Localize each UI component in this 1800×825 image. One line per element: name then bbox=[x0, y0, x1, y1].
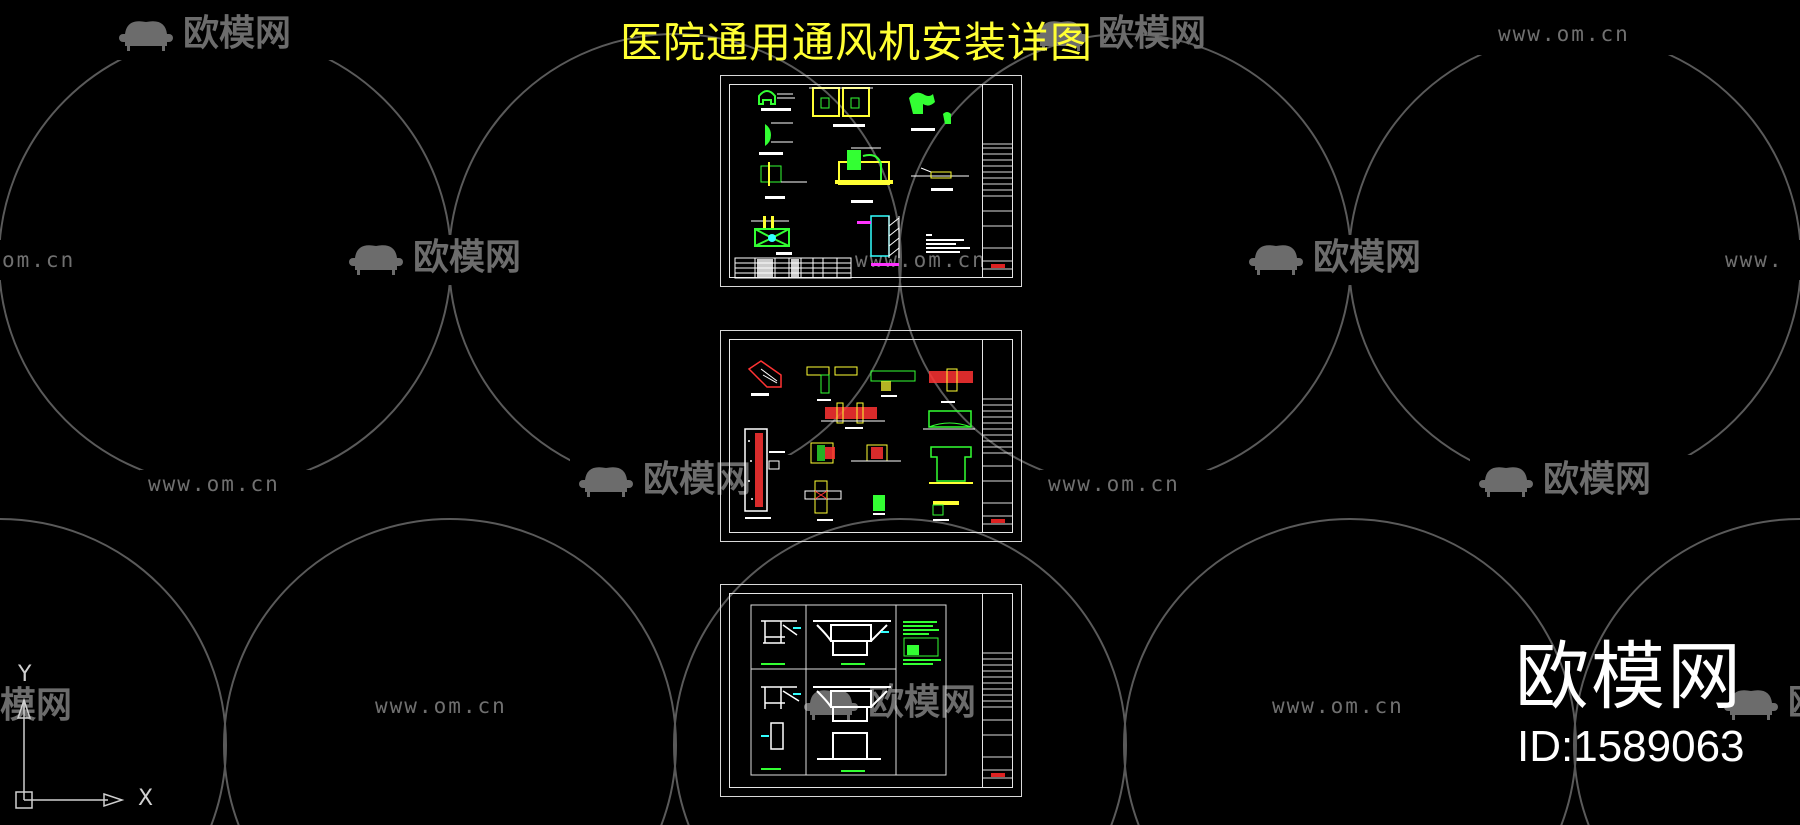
watermark-url: www.om.cn bbox=[375, 694, 507, 718]
sofa-logo-icon bbox=[349, 245, 403, 275]
drawing-sheet-3[interactable] bbox=[720, 584, 1022, 797]
watermark-logo: 欧模网 bbox=[800, 685, 976, 721]
watermark-logo: 欧模网 bbox=[345, 240, 521, 276]
watermark-logo: 欧模网 bbox=[1245, 240, 1421, 276]
ucs-x-label: X bbox=[138, 786, 154, 811]
title-block bbox=[982, 593, 1013, 788]
watermark-url: www.om.cn bbox=[1498, 22, 1630, 46]
watermark-url: om.cn bbox=[2, 248, 76, 272]
title-block bbox=[982, 339, 1013, 533]
watermark-logo: 模网 bbox=[0, 685, 73, 726]
watermark-logo: 欧模网 bbox=[115, 16, 291, 52]
sofa-logo-icon bbox=[579, 467, 633, 497]
sheet-inner-border bbox=[729, 84, 1013, 278]
sofa-logo-icon bbox=[1249, 245, 1303, 275]
sheet-1-drawing-content bbox=[734, 87, 1013, 279]
watermark-logo: 欧模网 bbox=[1030, 16, 1206, 52]
watermark-logo: 欧 bbox=[1720, 685, 1800, 721]
watermark-url: www.om.cn bbox=[148, 472, 280, 496]
sheet-inner-border bbox=[729, 593, 1013, 788]
sofa-logo-icon bbox=[1479, 467, 1533, 497]
drawing-title: 医院通用通风机安装详图 bbox=[620, 18, 1094, 67]
ucs-y-label: Y bbox=[18, 662, 32, 687]
watermark-url: www.om.cn bbox=[1048, 472, 1180, 496]
title-block bbox=[982, 84, 1013, 278]
model-id-label: ID:1589063 bbox=[1517, 722, 1745, 771]
watermark-url: www. bbox=[1725, 248, 1784, 272]
watermark-logo: 欧模网 bbox=[1475, 462, 1651, 498]
sofa-logo-icon bbox=[1724, 690, 1778, 720]
sheet-inner-border bbox=[729, 339, 1013, 533]
watermark-logo: 欧模网 bbox=[575, 462, 751, 498]
drawing-sheet-2[interactable] bbox=[720, 330, 1022, 542]
brand-logo-text: 欧模网 bbox=[1515, 634, 1743, 720]
sofa-logo-icon bbox=[1034, 21, 1088, 51]
watermark-url: www.om.cn bbox=[1272, 694, 1404, 718]
sofa-logo-icon bbox=[119, 21, 173, 51]
sheet-2-drawing-content bbox=[744, 360, 1013, 525]
drawing-sheet-1[interactable] bbox=[720, 75, 1022, 287]
sheet-3-drawing-content bbox=[750, 604, 1013, 779]
